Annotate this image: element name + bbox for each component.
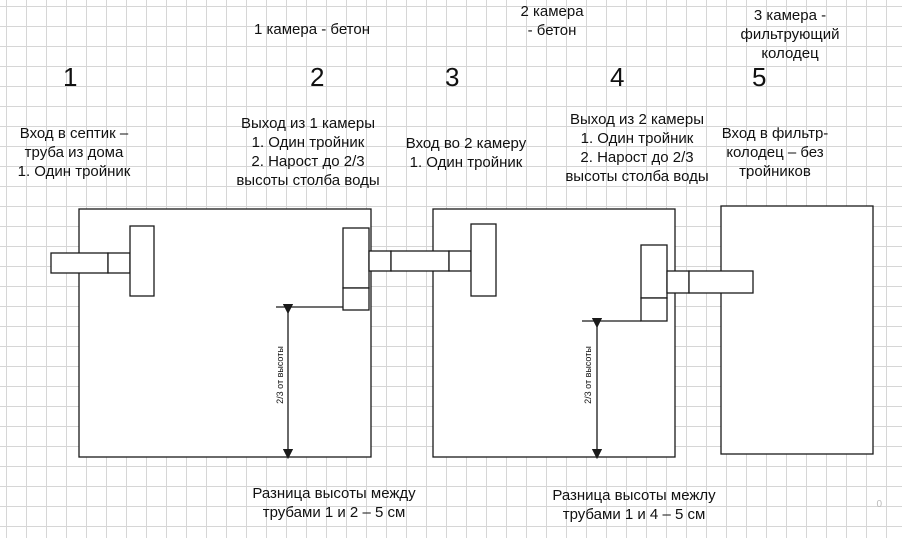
tee-4-extension	[640, 297, 668, 322]
chamber-3-filter-well	[720, 205, 874, 455]
tee-1	[129, 225, 155, 297]
note-line: трубами 1 и 2 – 5 см	[262, 504, 406, 521]
description-line: труба из дома	[24, 144, 124, 161]
inlet-pipe	[50, 252, 109, 274]
description-line: высоты столба воды	[236, 172, 380, 189]
height-difference-note-1: Разница высоты между трубами 1 и 2 – 5 с…	[236, 484, 432, 522]
description-line: тройников	[739, 163, 811, 180]
point-3-description: Вход во 2 камеру 1. Один тройник	[396, 134, 536, 172]
transfer-pipe-2-3	[666, 270, 690, 294]
description-line: Вход во 2 камеру	[405, 135, 527, 152]
point-2-description: Выход из 1 камеры 1. Один тройник 2. Нар…	[226, 114, 390, 190]
transfer-pipe-1-2-mid	[390, 250, 450, 272]
transfer-pipe-1-2	[368, 250, 392, 272]
transfer-pipe-1-2-joint	[448, 250, 472, 272]
point-number-3: 3	[445, 62, 460, 92]
chamber-3-title: 3 камера - фильтрующий колодец	[728, 6, 852, 63]
chamber-3-title-line: 3 камера -	[753, 7, 827, 24]
watermark: 0	[876, 499, 882, 510]
point-number-1: 1	[63, 62, 78, 92]
note-line: трубами 1 и 4 – 5 см	[562, 506, 706, 523]
inlet-pipe-joint	[107, 252, 131, 274]
point-1-description: Вход в септик – труба из дома 1. Один тр…	[4, 124, 144, 181]
point-4-description: Выход из 2 камеры 1. Один тройник 2. Нар…	[553, 110, 721, 186]
description-line: 1. Один тройник	[580, 130, 694, 147]
transfer-pipe-2-3-mid	[688, 270, 754, 294]
chamber-2	[432, 208, 676, 458]
tee-4	[640, 244, 668, 299]
point-number-4: 4	[610, 62, 625, 92]
description-line: 2. Нарост до 2/3	[580, 149, 694, 166]
tee-2	[342, 227, 370, 289]
point-5-description: Вход в фильтр- колодец – без тройников	[710, 124, 840, 181]
tee-3	[470, 223, 497, 297]
note-line: Разница высоты между	[252, 485, 416, 502]
description-line: 1. Один тройник	[409, 154, 523, 171]
note-line: Разница высоты межлу	[552, 487, 716, 504]
description-line: Выход из 1 камеры	[241, 115, 375, 132]
description-line: 1. Один тройник	[251, 134, 365, 151]
chamber-3-title-line: колодец	[761, 45, 819, 62]
description-line: 2. Нарост до 2/3	[251, 153, 365, 170]
description-line: высоты столба воды	[565, 168, 709, 185]
point-number-5: 5	[752, 62, 767, 92]
chamber-1	[78, 208, 372, 458]
chamber-2-title-line: - бетон	[527, 22, 577, 39]
chamber-2-title-line: 2 камера	[520, 3, 584, 20]
chamber-1-title: 1 камера - бетон	[254, 21, 371, 38]
chamber-3-title-line: фильтрующий	[740, 26, 840, 43]
dimension-label-1: 2/3 от высоты	[275, 346, 285, 404]
description-line: Вход в септик –	[19, 125, 129, 142]
tee-2-extension	[342, 287, 370, 311]
chamber-2-title: 2 камера - бетон	[512, 2, 592, 40]
description-line: 1. Один тройник	[17, 163, 131, 180]
description-line: Вход в фильтр-	[721, 125, 829, 142]
description-line: колодец – без	[726, 144, 824, 161]
description-line: Выход из 2 камеры	[570, 111, 704, 128]
point-number-2: 2	[310, 62, 325, 92]
height-difference-note-2: Разница высоты межлу трубами 1 и 4 – 5 с…	[536, 486, 732, 524]
dimension-label-2: 2/3 от высоты	[583, 346, 593, 404]
